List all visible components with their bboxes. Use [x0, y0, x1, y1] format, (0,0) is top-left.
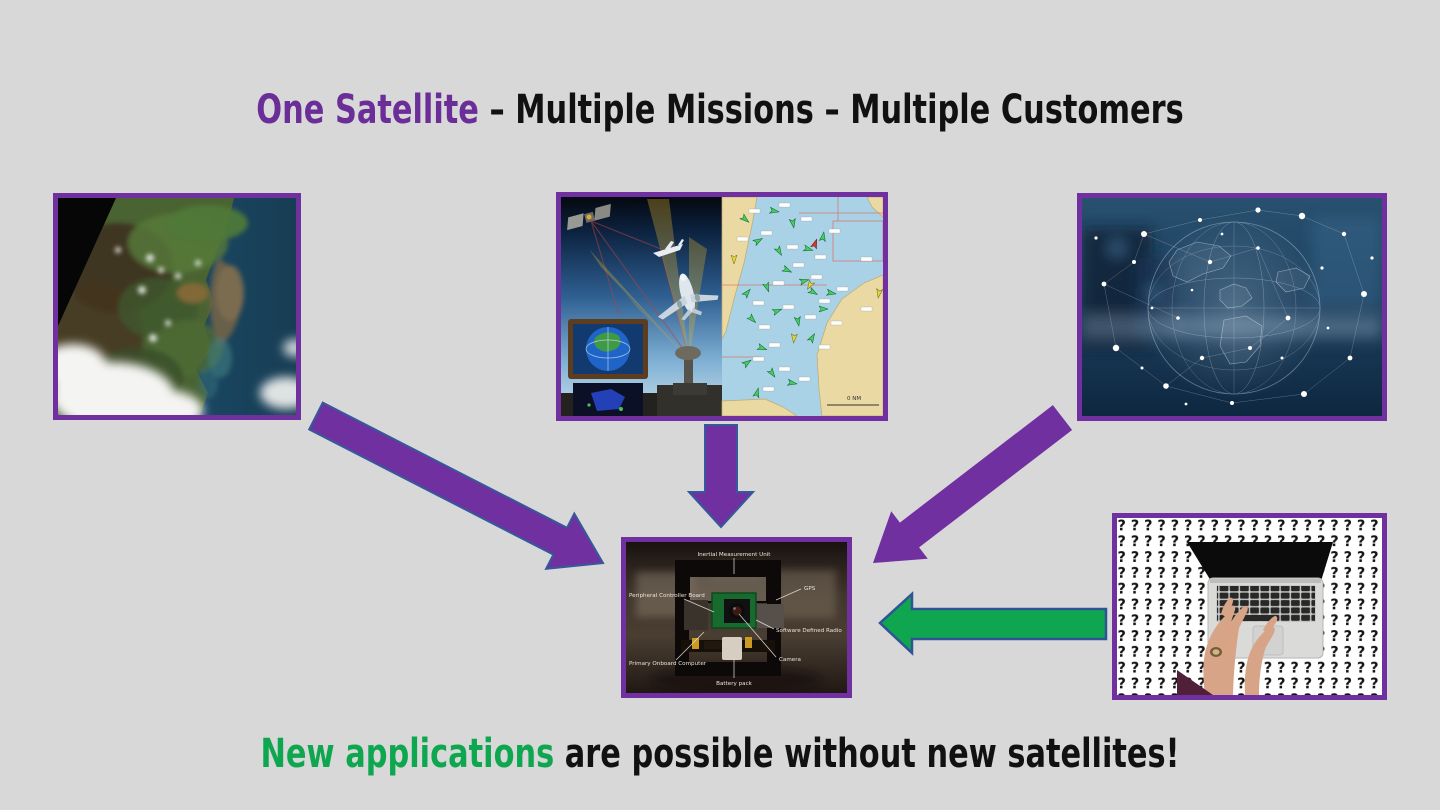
title-rest: – Multiple Missions – Multiple Customers [489, 87, 1184, 133]
laptop-question-marks-image: ? [1117, 518, 1382, 695]
label-sdr: Software Defined Radio [776, 628, 842, 634]
label-imu: Inertial Measurement Unit [697, 552, 771, 558]
global-network-photo [1077, 193, 1387, 421]
ais-map: 0 NM [721, 197, 883, 416]
air-maritime-tracking-image: 0 NM [561, 197, 883, 416]
cubesat-image: Inertial Measurement Unit GPS Peripheral… [626, 542, 847, 693]
label-camera: Camera [779, 657, 801, 663]
arrow-earth-to-cubesat [307, 401, 605, 570]
footer-rest: are possible without new satellites! [564, 731, 1180, 777]
arrow-unknown-to-cubesat [878, 591, 1108, 656]
sleeve [1177, 670, 1213, 695]
label-battery: Battery pack [716, 681, 753, 687]
slide-footer: New applications are possible without ne… [173, 733, 1267, 775]
label-gps: GPS [804, 586, 816, 592]
unknown-applications-photo: ? [1112, 513, 1387, 700]
battery-pack [722, 637, 742, 660]
wireframe-globe-image [1082, 198, 1382, 416]
air-maritime-tracking-photo: 0 NM [556, 192, 888, 421]
network-nodes [1094, 207, 1374, 406]
map-scale-label: 0 NM [847, 396, 861, 402]
laptop-screen [1187, 542, 1333, 581]
satellite-coastline-image [58, 198, 296, 415]
small-jet-icon [653, 239, 684, 257]
title-highlight: One Satellite [256, 87, 479, 133]
control-monitors [568, 319, 648, 416]
airliner-icon [657, 273, 719, 321]
label-peripheral-controller: Peripheral Controller Board [629, 593, 705, 599]
footer-highlight: New applications [260, 731, 555, 777]
ground-antenna-icon [673, 346, 707, 395]
label-onboard-computer: Primary Onboard Computer [629, 661, 707, 667]
arrow-air-to-cubesat [686, 424, 756, 529]
arrow-globe-to-cubesat [873, 405, 1073, 563]
typing-hands [1203, 597, 1278, 695]
earth-observation-photo [53, 193, 301, 420]
slide-title: One Satellite – Multiple Missions – Mult… [173, 89, 1267, 131]
cubesat-payload-photo: Inertial Measurement Unit GPS Peripheral… [621, 537, 852, 698]
camera-board [711, 592, 757, 629]
ais-label-boxes [736, 202, 873, 392]
relay-satellite-icon [567, 203, 611, 231]
